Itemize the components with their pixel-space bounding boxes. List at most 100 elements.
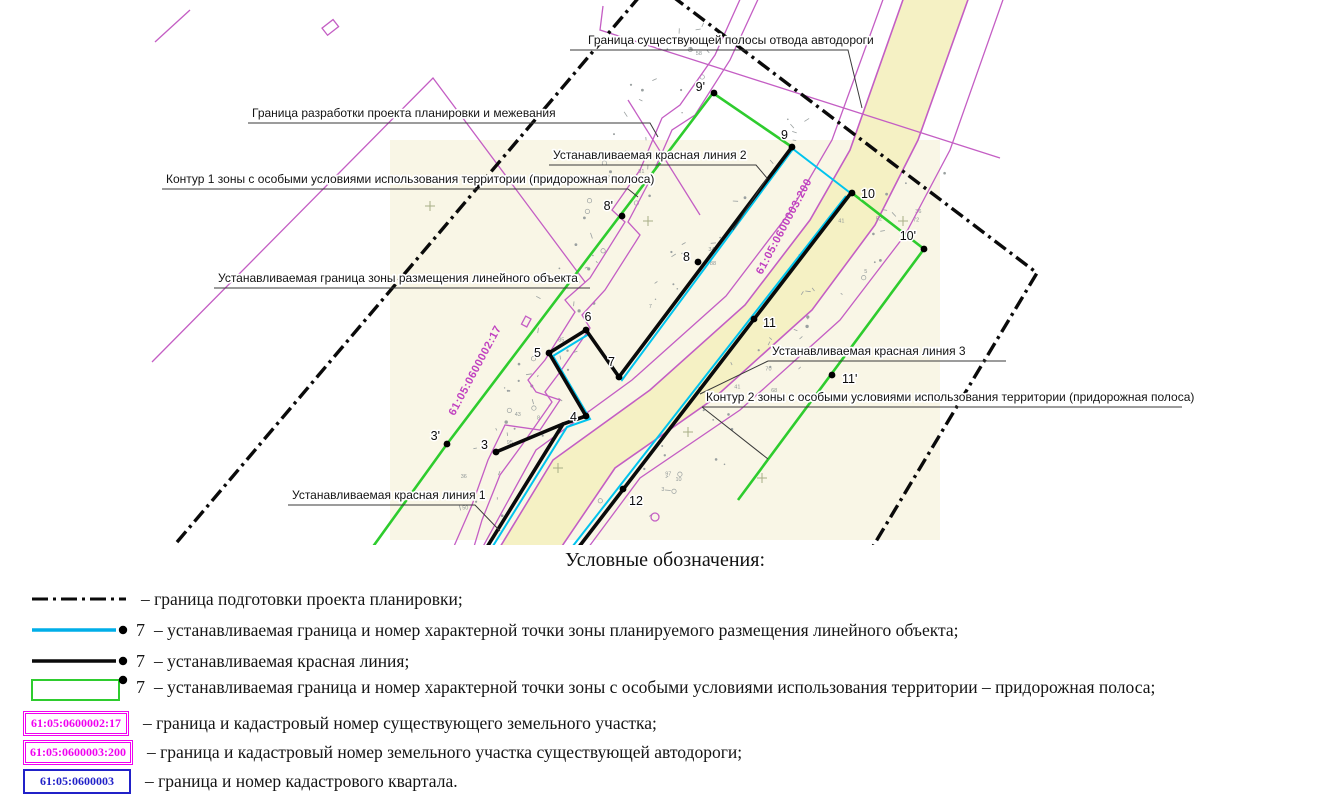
point-label: 10' — [900, 229, 916, 243]
point-label: 10 — [861, 187, 875, 201]
topo-mark: 10 — [676, 477, 682, 483]
topo-mark — [666, 48, 669, 50]
topo-mark: 36 — [461, 474, 467, 480]
topo-mark — [624, 150, 627, 153]
topo-mark: 52 — [876, 217, 882, 223]
topo-mark: 23 — [561, 276, 567, 282]
topo-mark — [652, 78, 657, 81]
topo-mark — [712, 419, 715, 421]
callout-leaders — [162, 49, 1182, 532]
cadastral-code-box: 61:05:0600002:17 — [23, 710, 129, 736]
topo-mark — [566, 368, 570, 371]
green-rect-swatch — [30, 672, 132, 702]
topo-mark — [792, 131, 797, 134]
topo-mark — [714, 458, 718, 461]
topo-mark — [600, 248, 606, 254]
topo-mark — [727, 413, 730, 416]
topo-mark — [681, 252, 683, 255]
leader-razrabotka — [248, 122, 659, 138]
topo-mark: 88 — [710, 261, 716, 267]
topo-mark — [495, 428, 498, 431]
topo-mark — [695, 28, 701, 31]
topo-mark — [536, 295, 541, 299]
topo-mark — [661, 445, 664, 447]
topo-mark — [574, 243, 578, 247]
base-layer — [390, 0, 969, 553]
topo-mark — [592, 254, 594, 257]
plan-svg: 5095238143851736860585973631070724141685… — [151, 0, 1196, 561]
topo-mark: 95 — [507, 440, 513, 446]
topo-mark — [506, 389, 509, 392]
grid-crosses — [425, 201, 908, 483]
topo-mark — [577, 309, 581, 313]
dashdot-line-swatch — [30, 594, 132, 604]
topo-mark — [525, 373, 532, 376]
topo-mark — [767, 341, 771, 346]
point-label: 3' — [431, 429, 440, 443]
label-red-line-2: Устанавливаемая красная линия 2 — [553, 148, 747, 162]
point-label: 4 — [570, 410, 577, 424]
point-dot — [710, 89, 718, 97]
topo-mark — [720, 394, 723, 400]
topo-mark — [558, 267, 561, 270]
point-label: 7 — [608, 355, 615, 369]
legend-text: – граница и кадастровый номер существующ… — [143, 712, 657, 733]
topo-mark — [706, 49, 710, 54]
topo-mark — [885, 192, 888, 196]
leader-kontur2 — [701, 406, 1182, 460]
symbol-circle — [650, 512, 660, 522]
topo-mark: 85 — [558, 338, 564, 344]
topo-mark — [597, 181, 601, 185]
point-number-sample: 7 — [136, 676, 145, 697]
point-label: 11' — [842, 372, 857, 386]
point-dot — [615, 373, 623, 381]
topo-mark — [670, 250, 673, 254]
topo-mark — [719, 236, 721, 239]
topo-mark — [716, 33, 719, 37]
topo-mark — [500, 514, 504, 517]
point-label: 8 — [683, 250, 690, 264]
point-dot — [750, 315, 758, 323]
topo-mark — [769, 159, 774, 164]
topo-mark — [517, 379, 520, 382]
point-label: 3 — [481, 438, 488, 452]
point-dot — [828, 371, 836, 379]
topo-mark — [473, 447, 477, 450]
topo-mark — [882, 209, 888, 211]
topo-mark — [506, 432, 508, 436]
legend-text: – граница и кадастровый номер земельного… — [147, 741, 743, 762]
label-red-line-1: Устанавливаемая красная линия 1 — [292, 488, 486, 502]
cyan-line-swatch — [30, 624, 132, 636]
topo-mark — [806, 317, 809, 320]
topo-mark — [664, 489, 671, 491]
topo-mark — [676, 288, 679, 290]
legend-text: – устанавливаемая красная линия; — [154, 650, 410, 671]
dashdot-swatch-svg — [32, 597, 126, 601]
black-swatch-svg — [32, 656, 128, 666]
topo-mark: 7 — [649, 304, 652, 310]
topo-mark — [757, 349, 760, 352]
point-label: 9' — [696, 80, 705, 94]
topo-mark: 8 — [537, 416, 540, 422]
point-label: 6 — [585, 310, 592, 324]
zone-contour-1 — [370, 91, 793, 549]
point-dot — [443, 440, 451, 448]
topo-mark — [873, 261, 876, 264]
topo-mark: 68 — [771, 388, 777, 394]
topo-mark — [681, 112, 683, 114]
magenta-lines — [151, 0, 1004, 561]
project-boundary-dashdot — [170, 0, 1040, 550]
topo-mark — [531, 405, 537, 411]
topo-mark — [590, 232, 593, 239]
label-red-line-3: Устанавливаемая красная линия 3 — [772, 344, 966, 358]
topo-mark — [559, 355, 561, 360]
topo-mark — [638, 98, 643, 102]
leader-otvod — [570, 49, 863, 109]
topo-mark — [665, 475, 669, 478]
topo-mark — [891, 212, 897, 217]
otvod-boundary — [599, 5, 1001, 159]
topo-mark: 97 — [665, 471, 671, 477]
callout-labels: Граница существующей полосы отвода автод… — [164, 31, 1196, 504]
label-kontur1: Контур 1 зоны с особыми условиями исполь… — [166, 172, 654, 186]
topo-mark — [879, 259, 882, 262]
